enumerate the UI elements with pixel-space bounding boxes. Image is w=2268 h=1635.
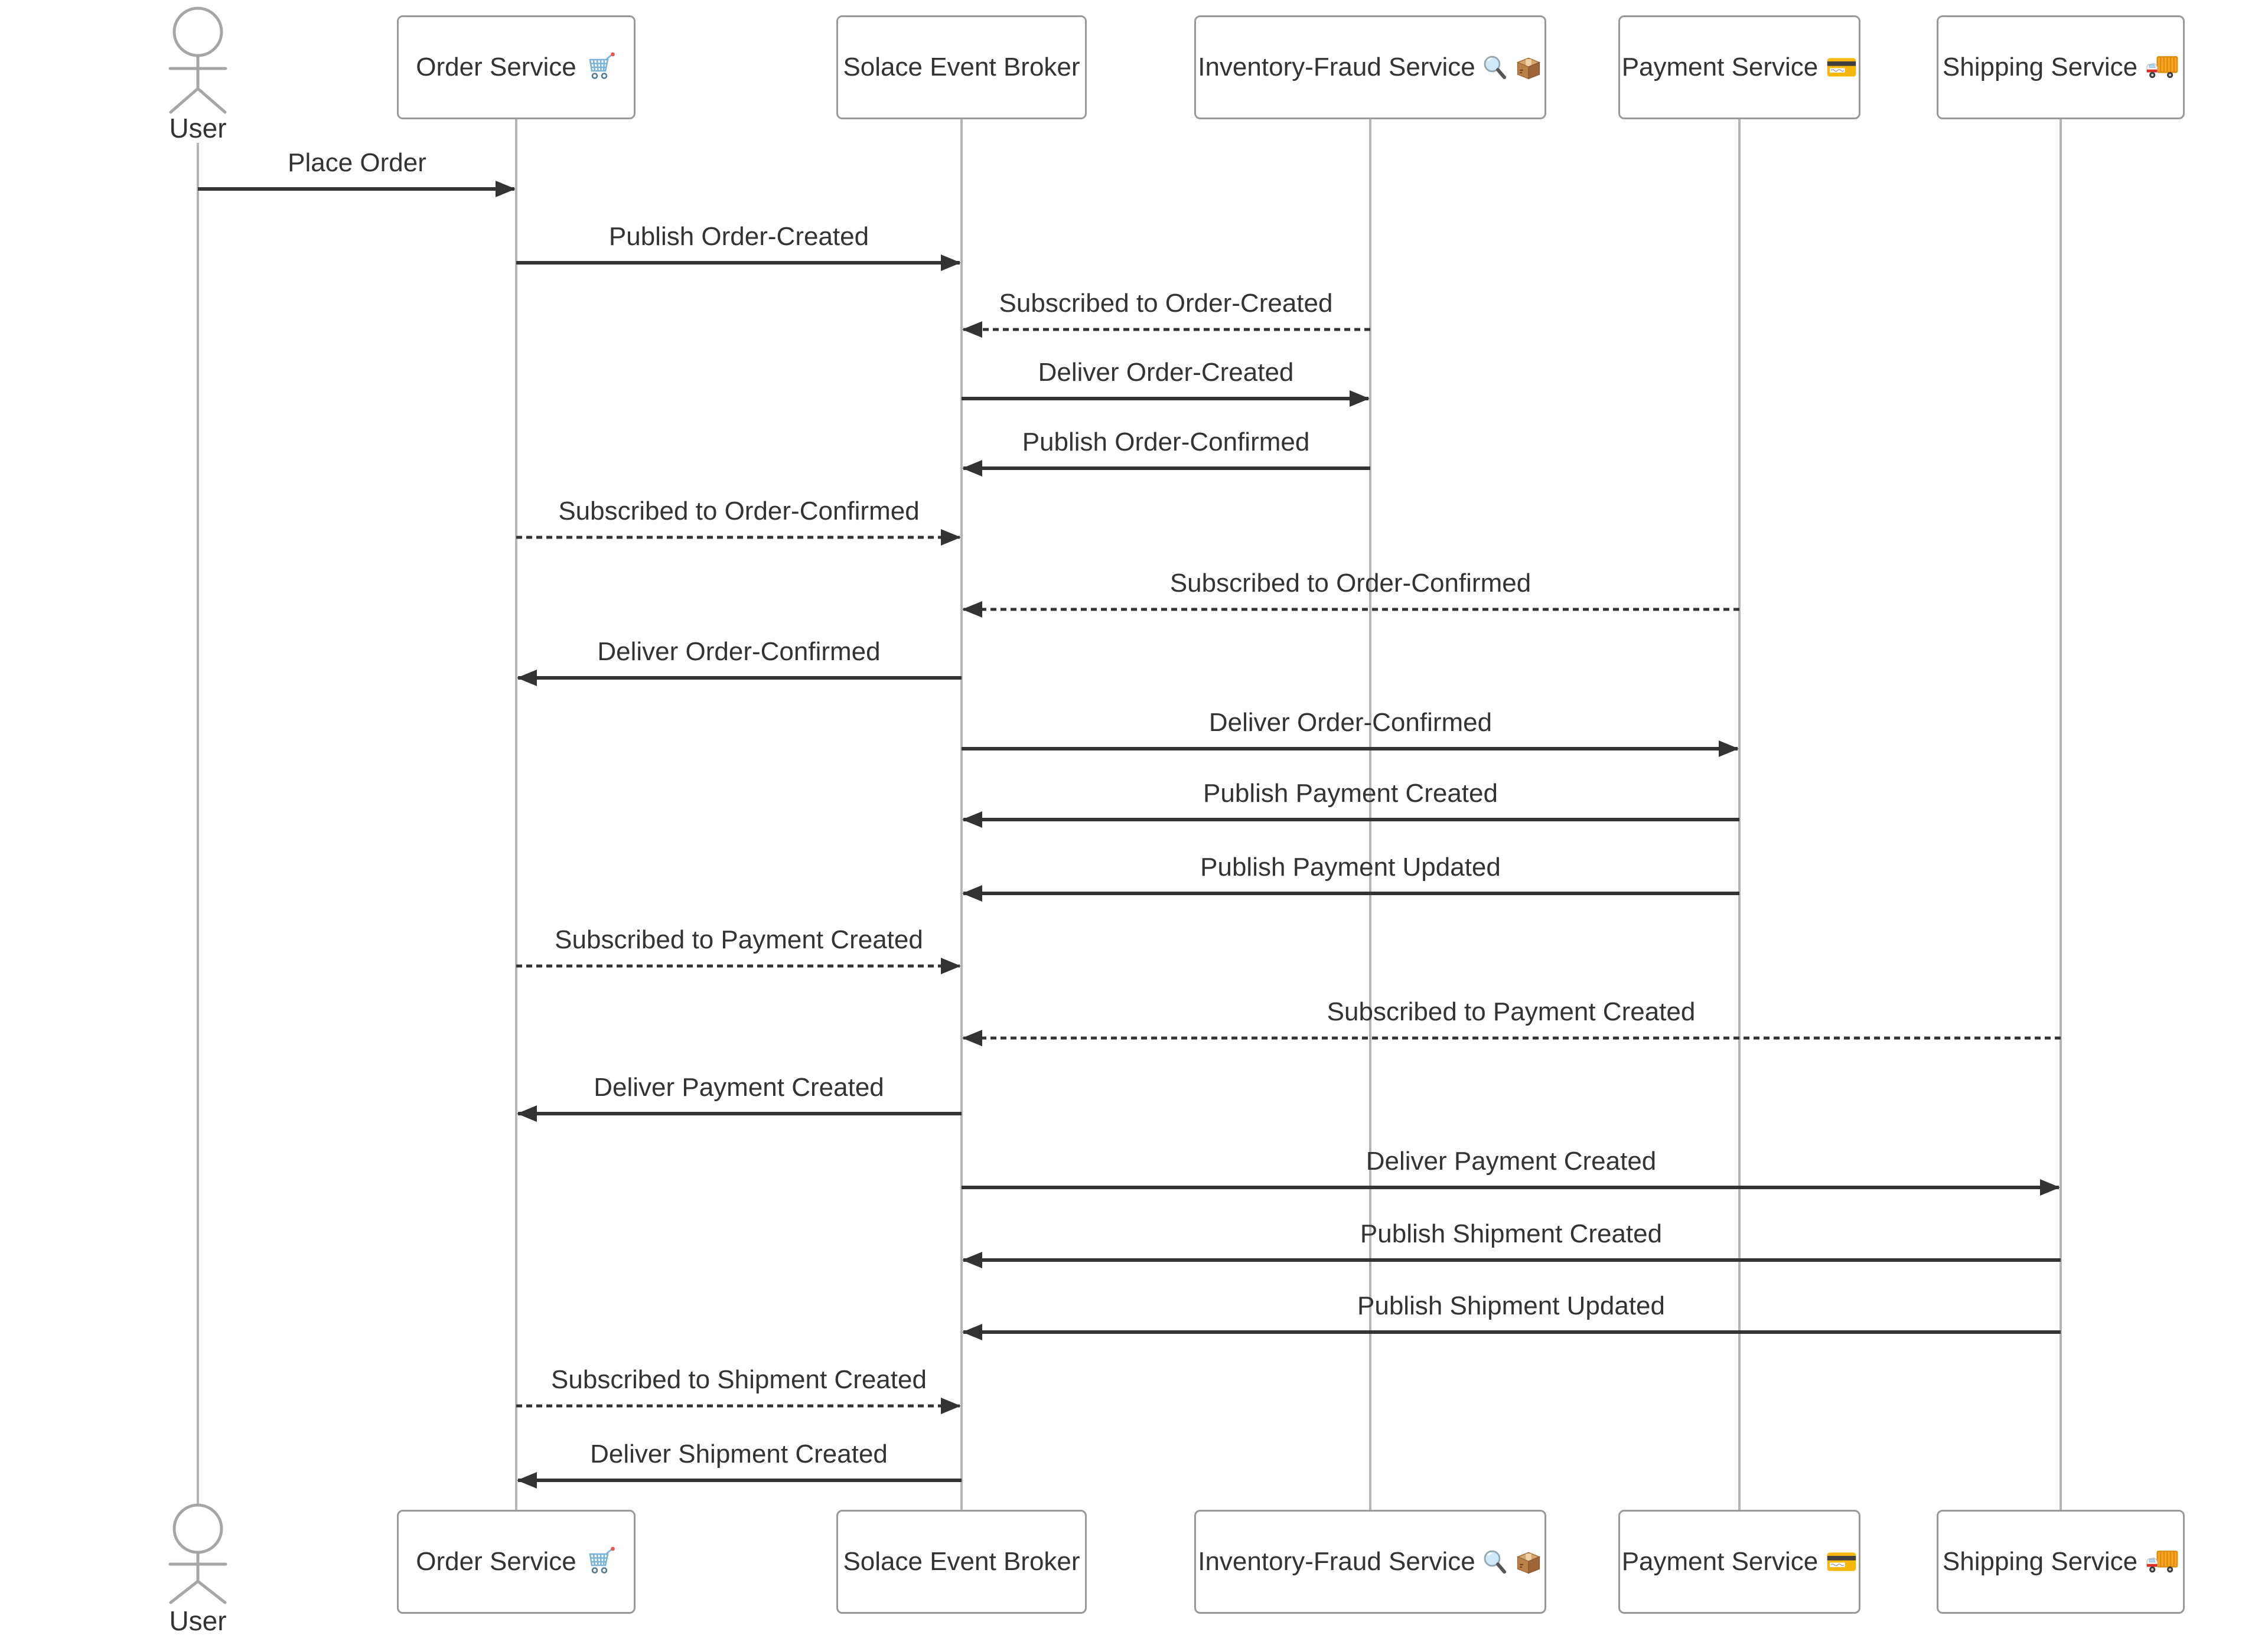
message-label-3: Subscribed to Order-Created <box>999 289 1333 318</box>
magnifier-icon <box>1484 56 1506 80</box>
participant-label: Payment Service <box>1621 1547 1819 1576</box>
message-label-1: Place Order <box>288 148 426 177</box>
participant-label: Solace Event Broker <box>843 53 1080 81</box>
message-label-14: Deliver Payment Created <box>594 1073 884 1102</box>
actor-label-user-bottom: User <box>169 1605 227 1635</box>
message-label-18: Subscribed to Shipment Created <box>551 1365 927 1394</box>
participant-label: Order Service <box>416 53 576 81</box>
cart-icon <box>589 1546 615 1574</box>
participant-box-shipping-service-top: Shipping Service <box>1937 15 2185 119</box>
participant-box-shipping-service-bottom: Shipping Service <box>1937 1510 2185 1614</box>
cart-icon <box>589 52 615 79</box>
truck-icon <box>2146 1551 2178 1573</box>
participant-label: Payment Service <box>1621 53 1819 81</box>
credit-card-icon <box>1827 1552 1856 1571</box>
participant-box-inventory-fraud-service-top: Inventory-Fraud Service <box>1194 15 1546 119</box>
package-icon <box>1516 57 1541 80</box>
message-label-8: Deliver Order-Confirmed <box>597 637 881 666</box>
participant-label: Inventory-Fraud Service <box>1198 53 1475 81</box>
message-label-9: Deliver Order-Confirmed <box>1208 708 1493 737</box>
message-label-5: Publish Order-Confirmed <box>1022 427 1310 456</box>
message-label-16: Publish Shipment Created <box>1360 1219 1663 1248</box>
participant-box-solace-event-broker-top: Solace Event Broker <box>836 15 1087 119</box>
participant-box-payment-service-bottom: Payment Service <box>1618 1510 1860 1614</box>
person-icon <box>168 6 227 114</box>
package-icon <box>1516 1552 1541 1574</box>
participant-label: Shipping Service <box>1942 53 2138 81</box>
message-label-6: Subscribed to Order-Confirmed <box>558 497 920 526</box>
participant-box-solace-event-broker-bottom: Solace Event Broker <box>836 1510 1087 1614</box>
message-label-17: Publish Shipment Updated <box>1357 1291 1665 1320</box>
credit-card-icon <box>1827 58 1856 77</box>
participant-label: Inventory-Fraud Service <box>1198 1547 1475 1576</box>
message-label-4: Deliver Order-Created <box>1038 358 1294 387</box>
participant-box-payment-service-top: Payment Service <box>1618 15 1860 119</box>
person-icon <box>168 1503 227 1604</box>
message-label-2: Publish Order-Created <box>608 222 869 251</box>
participant-label: Solace Event Broker <box>843 1547 1080 1576</box>
participant-box-order-service-top: Order Service <box>397 15 636 119</box>
magnifier-icon <box>1484 1550 1506 1574</box>
participant-box-inventory-fraud-service-bottom: Inventory-Fraud Service <box>1194 1510 1546 1614</box>
participant-label: Shipping Service <box>1942 1547 2138 1576</box>
message-label-15: Deliver Payment Created <box>1366 1147 1657 1176</box>
message-label-10: Publish Payment Created <box>1203 779 1498 808</box>
message-label-11: Publish Payment Updated <box>1200 853 1501 882</box>
message-label-7: Subscribed to Order-Confirmed <box>1169 569 1531 598</box>
message-label-19: Deliver Shipment Created <box>590 1440 888 1468</box>
truck-icon <box>2146 56 2178 79</box>
message-label-12: Subscribed to Payment Created <box>555 925 923 954</box>
participant-box-order-service-bottom: Order Service <box>397 1510 636 1614</box>
message-label-13: Subscribed to Payment Created <box>1327 997 1696 1026</box>
actor-label-user-top: User <box>169 113 227 143</box>
participant-label: Order Service <box>416 1547 576 1576</box>
